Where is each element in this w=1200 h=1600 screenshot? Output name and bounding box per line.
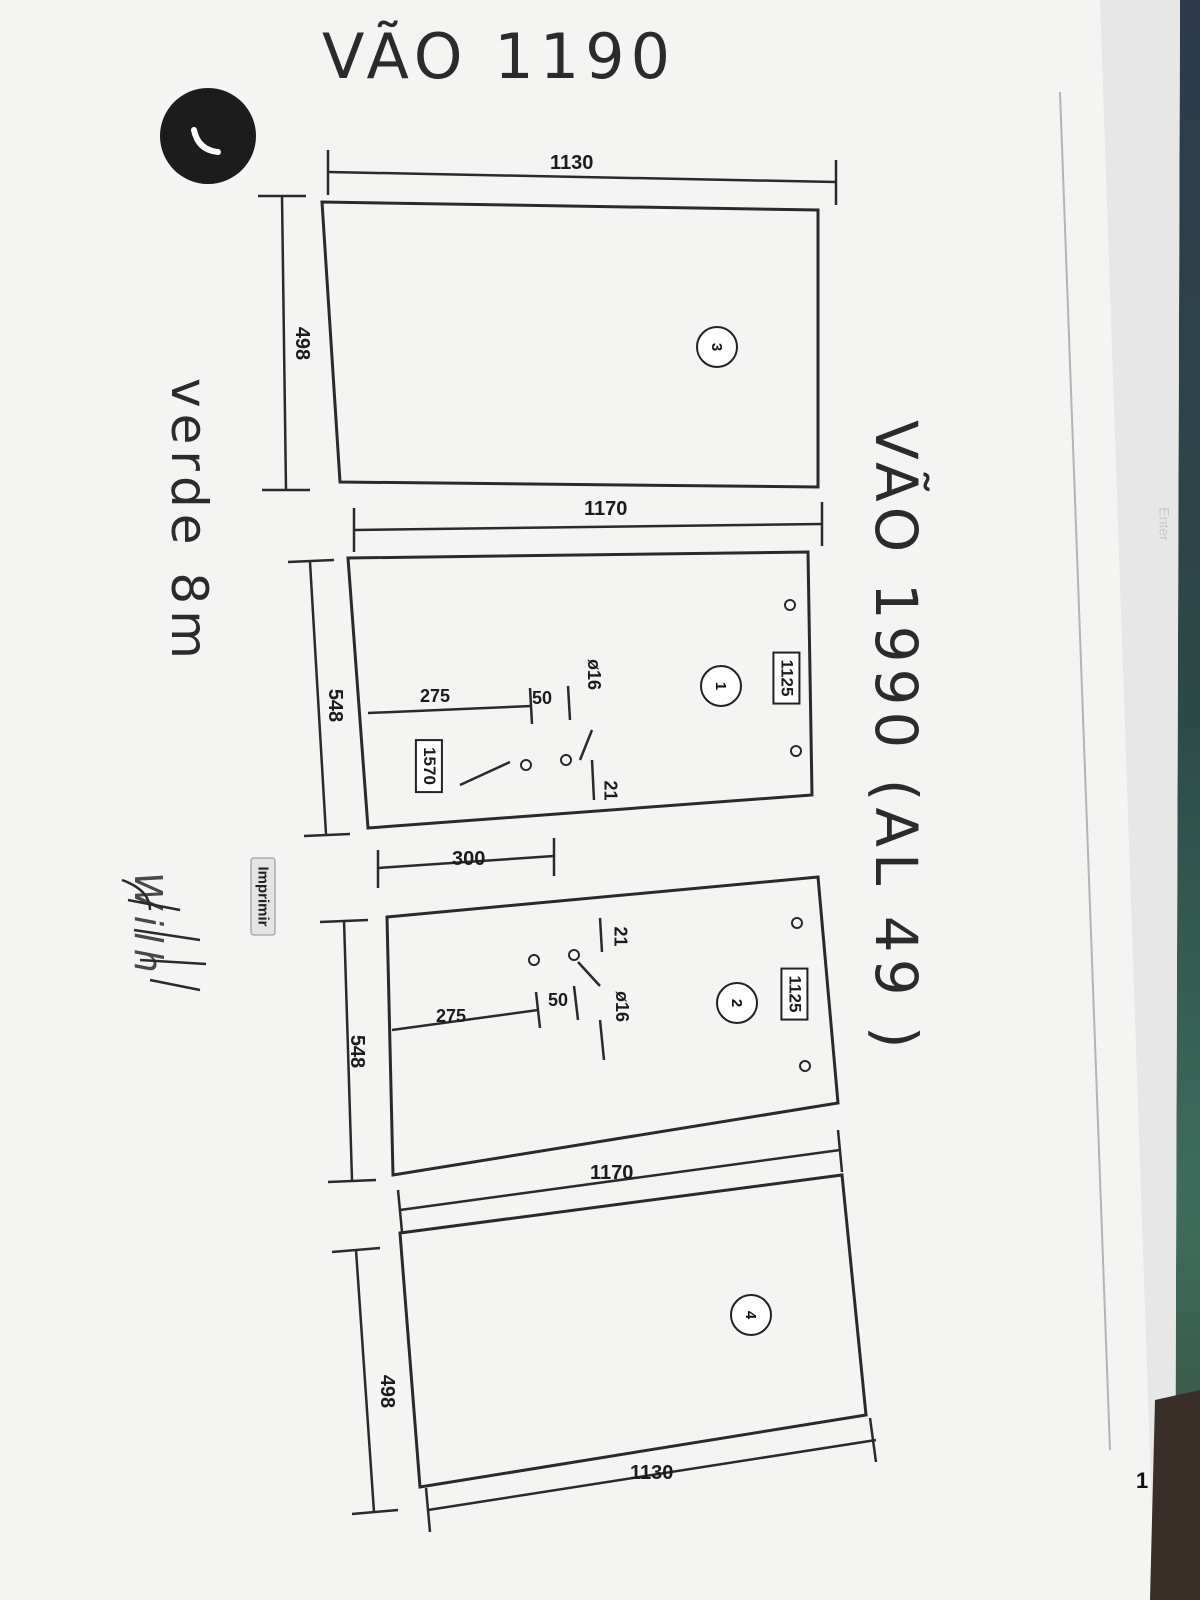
- panel-1-hole-label: ø16: [584, 658, 605, 691]
- panel-2-width-label: 1170: [590, 1162, 634, 1184]
- panel-2-frame: [385, 875, 840, 1177]
- dim-line-1170-a: [353, 522, 823, 532]
- vao-top-title: VÃO 1190: [322, 20, 677, 93]
- panel-1-frame: [346, 550, 814, 830]
- dim-line-1130-top: [327, 170, 837, 184]
- dim-line-300: [377, 854, 555, 870]
- panel-3-number: 3: [696, 326, 738, 368]
- panel-2-spacing-label: 50: [548, 990, 569, 1010]
- panel-1-handle-box: 1570: [414, 739, 443, 793]
- panel-1-hinge-box: 1125: [772, 651, 801, 705]
- panel-2-hole: [528, 954, 540, 966]
- panel-2-edge-label: 21: [610, 926, 631, 947]
- panel-4-frame: [398, 1173, 868, 1489]
- panel-1-handle-line: [459, 760, 511, 787]
- dim-line-498-bottom: [354, 1249, 376, 1513]
- panel-3-width-label: 1130: [550, 152, 594, 174]
- page-number: 1: [1136, 1468, 1149, 1493]
- keyboard-enter-key: Enter: [1156, 507, 1173, 541]
- signature: Wilh: [126, 872, 170, 979]
- handwritten-note: verde 8m: [160, 378, 218, 665]
- phone-icon: [191, 127, 221, 155]
- dim-line-548-b: [342, 919, 354, 1181]
- panel-1-hole: [784, 599, 796, 611]
- sheet-rule-right: [1059, 91, 1111, 1451]
- panel-2-hole-label: ø16: [612, 990, 633, 1023]
- panel-3-frame: [320, 200, 820, 489]
- panel-4-height-label: 498: [376, 1374, 399, 1409]
- dim-line-1170-b: [399, 1148, 841, 1212]
- panel-1-edge-label: 21: [600, 780, 621, 801]
- panel-2-hole: [791, 917, 803, 929]
- panel-2-hole: [799, 1060, 811, 1072]
- dim-line-498-top: [280, 195, 288, 491]
- panel-1-width-label: 1170: [584, 498, 628, 520]
- panel-1-offset-label: 275: [420, 686, 451, 706]
- print-button[interactable]: Imprimir: [250, 857, 276, 936]
- panel-2-hole: [568, 949, 580, 961]
- panel-2-offset-label: 275: [436, 1006, 467, 1026]
- panel-4-width-label: 1130: [630, 1462, 674, 1484]
- panel-4-number: 4: [730, 1294, 772, 1336]
- dim-line-548-a: [308, 561, 328, 835]
- panel-3-height-label: 498: [291, 326, 314, 361]
- panel-1-offset-line: [367, 704, 533, 715]
- table-corner: [1150, 1390, 1200, 1600]
- panel-2-height-label: 548: [346, 1034, 369, 1069]
- panel-1-hole: [790, 745, 802, 757]
- panel-1-height-label: 548: [324, 688, 347, 723]
- vao-main-title: VÃO 1990 (AL 49 ): [862, 420, 930, 1055]
- panel-2-offset-line: [391, 1008, 539, 1032]
- panel-1-number: 1: [700, 665, 742, 707]
- panel-1-spacing-label: 50: [532, 688, 553, 708]
- signature-strokes: [121, 878, 207, 992]
- panel-2-hinge-box: 1125: [780, 967, 809, 1021]
- dim-line-1130-bottom: [427, 1438, 877, 1512]
- paper-shadow: [1100, 0, 1180, 1600]
- avatar: [160, 88, 256, 184]
- panel-1-hole: [560, 754, 572, 766]
- panel-1-hole: [520, 759, 532, 771]
- gap-label: 300: [452, 848, 486, 870]
- panel-2-number: 2: [716, 982, 758, 1024]
